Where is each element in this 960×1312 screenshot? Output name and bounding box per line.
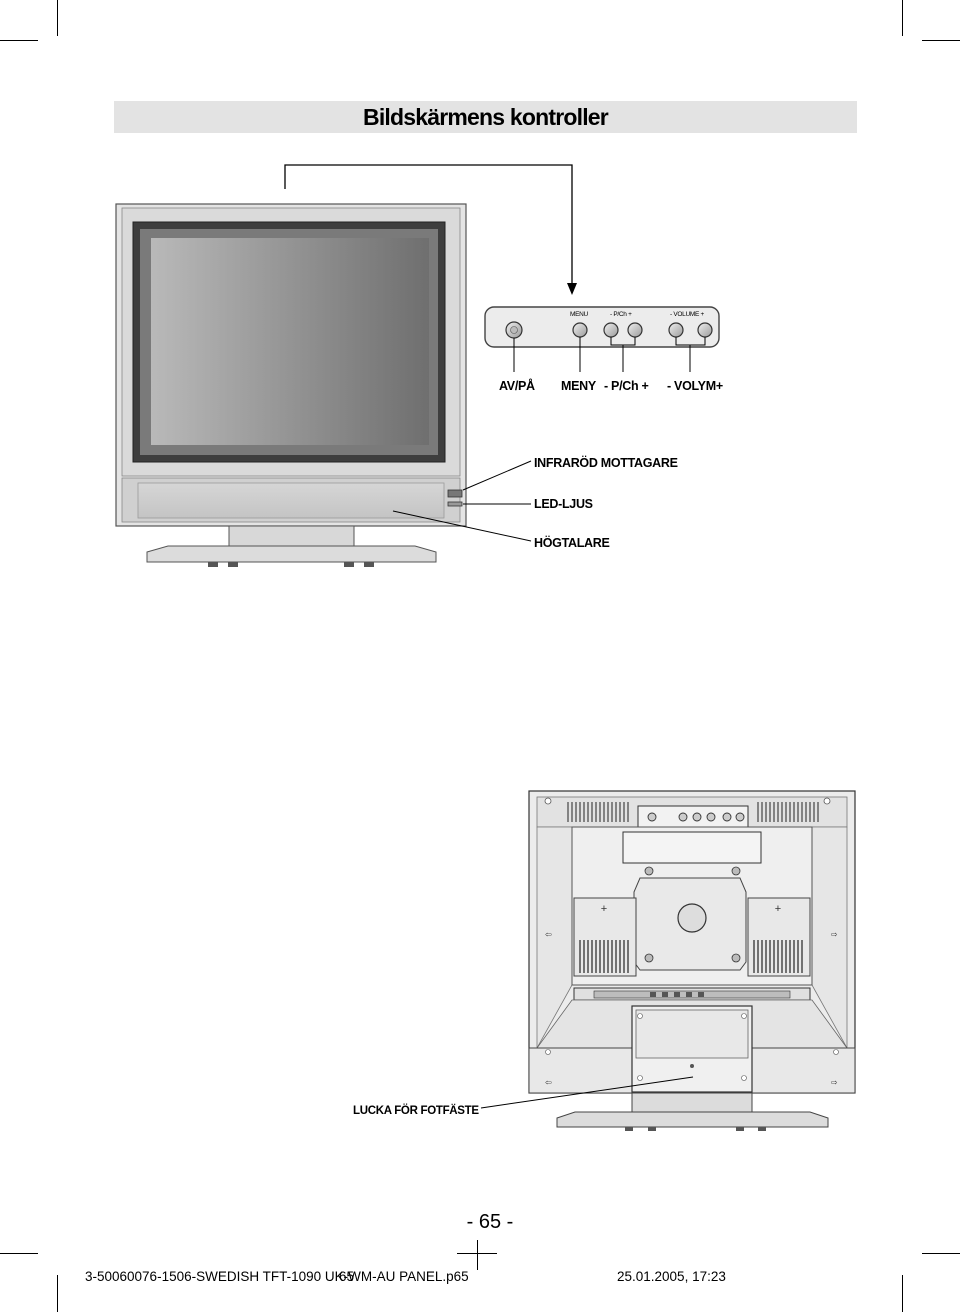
- pointer-arrow-head: [567, 283, 577, 295]
- svg-text:⇦: ⇦: [545, 930, 552, 939]
- svg-text:⇨: ⇨: [831, 1078, 838, 1087]
- panel-pch-label: - P/Ch +: [610, 311, 632, 318]
- svg-text:+: +: [601, 903, 607, 915]
- svg-text:⇦: ⇦: [545, 1078, 552, 1087]
- led-label: LED-LJUS: [534, 497, 593, 511]
- footer-page: 65: [339, 1269, 355, 1284]
- vent-slots-top: [567, 802, 819, 822]
- svg-text:+: +: [775, 903, 781, 915]
- crop-mark: [57, 0, 58, 36]
- crop-mark: [57, 1275, 58, 1312]
- center-hole: [677, 903, 707, 933]
- crop-mark: [477, 1240, 478, 1270]
- footer-filename: 3-50060076-1506-SWEDISH TFT-1090 UK-WM-A…: [85, 1269, 469, 1284]
- stand-cover-label: LUCKA FÖR FOTFÄSTE: [353, 1105, 479, 1117]
- speaker-grille: [137, 482, 445, 519]
- crop-mark: [922, 1253, 960, 1254]
- infrared-label: INFRARÖD MOTTAGARE: [534, 456, 678, 470]
- pointer-arrow-line: [284, 164, 573, 285]
- pch-label: - P/Ch +: [604, 379, 649, 393]
- page-title: Bildskärmens kontroller: [363, 104, 609, 130]
- menu-label: MENY: [561, 379, 596, 393]
- power-label: AV/PÅ: [499, 379, 535, 393]
- screen: [151, 238, 429, 445]
- volume-label: - VOLYM+: [667, 379, 723, 393]
- crop-mark: [902, 1275, 903, 1312]
- panel-volume-label: - VOLUME +: [670, 311, 705, 318]
- infrared-receiver: [447, 489, 463, 498]
- title-bar: Bildskärmens kontroller: [114, 101, 857, 133]
- panel-menu-label: MENU: [570, 311, 588, 318]
- back-stand-base: [556, 1111, 829, 1128]
- led-light: [447, 501, 463, 507]
- crop-mark: [922, 40, 960, 41]
- svg-text:⇨: ⇨: [831, 930, 838, 939]
- monitor-stand: [146, 545, 437, 563]
- page-number: - 65 -: [466, 1211, 514, 1233]
- footer-date: 25.01.2005, 17:23: [617, 1269, 726, 1284]
- control-panel: [484, 306, 720, 348]
- speaker-label: HÖGTALARE: [534, 536, 610, 550]
- crop-mark: [0, 40, 38, 41]
- label-plate: [622, 831, 762, 864]
- crop-mark: [902, 0, 903, 36]
- crop-mark: [0, 1253, 38, 1254]
